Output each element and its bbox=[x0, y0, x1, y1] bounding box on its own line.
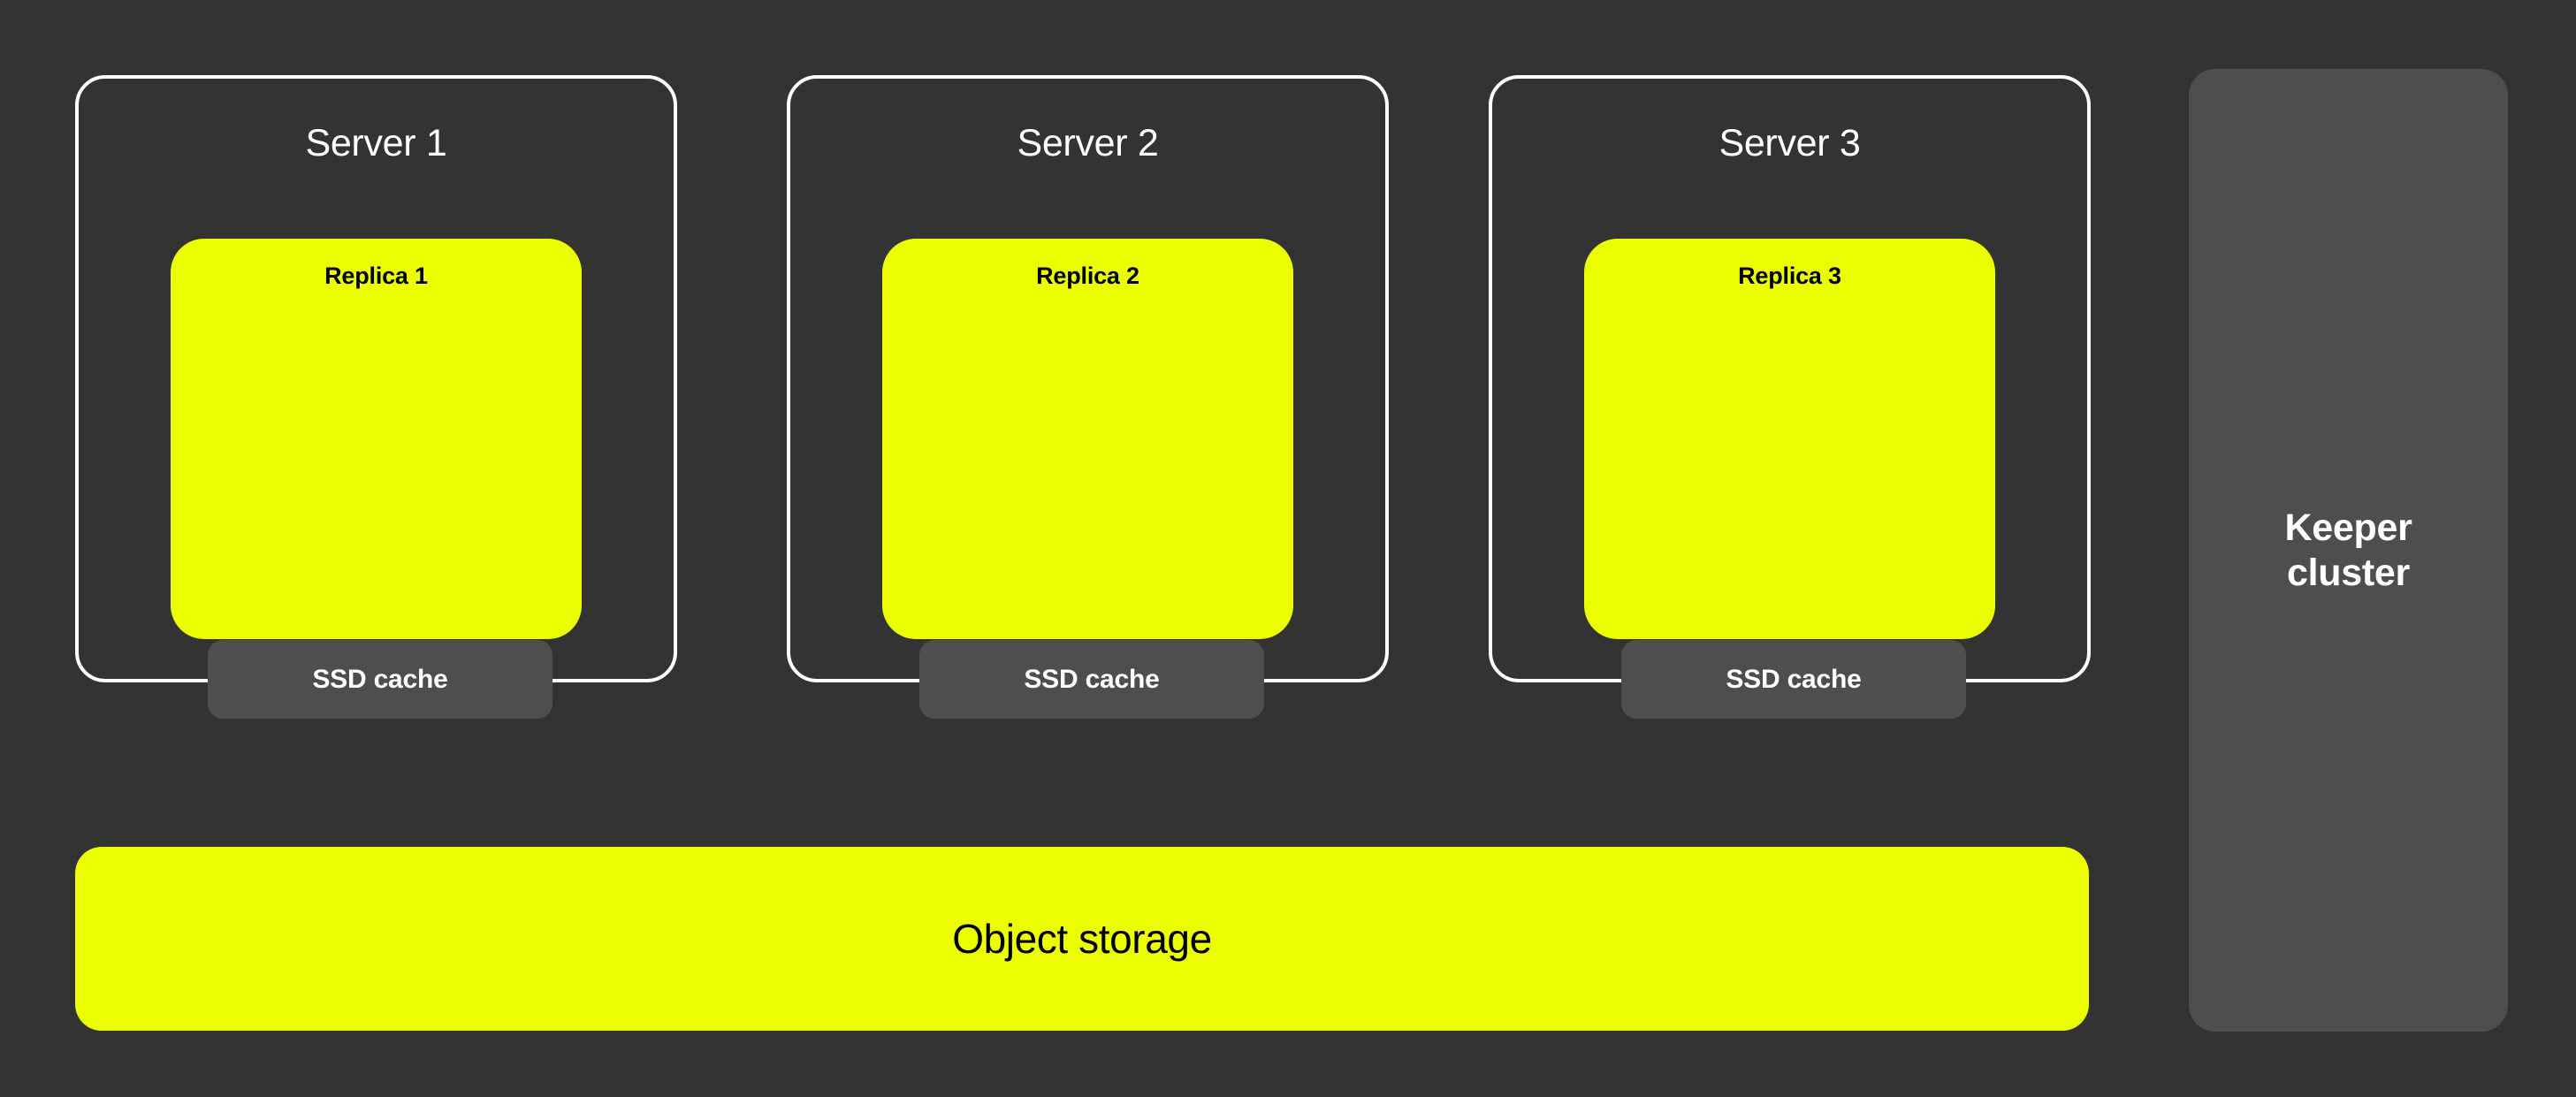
keeper-cluster-box[interactable]: Keeper cluster bbox=[2189, 69, 2508, 1032]
ssd-cache-box-3[interactable]: SSD cache bbox=[1621, 640, 1966, 719]
object-storage-box[interactable]: Object storage bbox=[75, 847, 2089, 1031]
object-storage-label: Object storage bbox=[952, 916, 1212, 962]
replica-box-3[interactable]: Replica 3 bbox=[1584, 239, 1995, 639]
ssd-cache-box-1[interactable]: SSD cache bbox=[208, 640, 553, 719]
server-title-3: Server 3 bbox=[1719, 122, 1861, 164]
ssd-cache-label-2: SSD cache bbox=[1024, 664, 1160, 694]
ssd-cache-label-1: SSD cache bbox=[312, 664, 448, 694]
keeper-cluster-label: Keeper cluster bbox=[2284, 506, 2412, 594]
server-title-2: Server 2 bbox=[1017, 122, 1159, 164]
server-title-1: Server 1 bbox=[305, 122, 447, 164]
ssd-cache-label-3: SSD cache bbox=[1726, 664, 1862, 694]
ssd-cache-box-2[interactable]: SSD cache bbox=[919, 640, 1264, 719]
replica-label-1: Replica 1 bbox=[324, 263, 428, 289]
replica-label-3: Replica 3 bbox=[1738, 263, 1841, 289]
replica-label-2: Replica 2 bbox=[1036, 263, 1139, 289]
replica-box-2[interactable]: Replica 2 bbox=[882, 239, 1293, 639]
replica-box-1[interactable]: Replica 1 bbox=[171, 239, 582, 639]
